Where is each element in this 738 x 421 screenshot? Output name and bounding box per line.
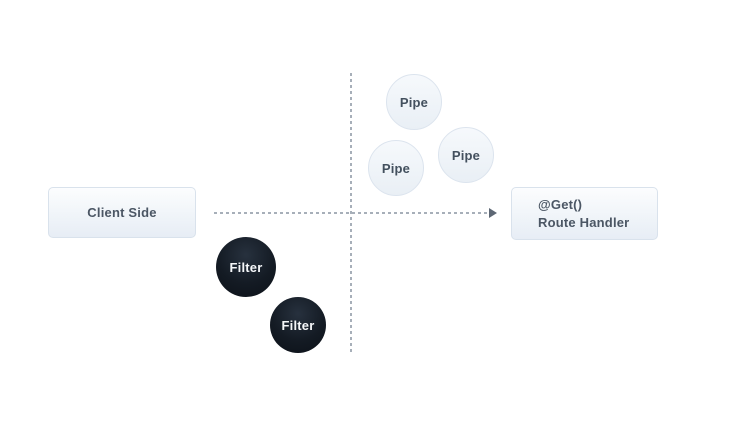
filter-label: Filter xyxy=(281,317,315,333)
filter-label: Filter xyxy=(229,259,263,275)
route-handler-decorator-label: @Get() xyxy=(538,196,583,212)
pipe-label: Pipe xyxy=(399,94,429,110)
filter-node-2: Filter xyxy=(270,297,326,353)
flow-dashed-line xyxy=(214,212,490,214)
filter-node-1: Filter xyxy=(216,237,276,297)
vertical-dashed-separator xyxy=(350,73,352,355)
route-handler-label: Route Handler xyxy=(538,214,630,230)
client-side-label: Client Side xyxy=(87,205,157,220)
route-handler-node: @Get() Route Handler xyxy=(511,187,658,240)
pipe-node-3: Pipe xyxy=(438,127,494,183)
pipe-label: Pipe xyxy=(451,147,481,163)
client-side-node: Client Side xyxy=(48,187,196,238)
pipe-node-2: Pipe xyxy=(368,140,424,196)
pipe-label: Pipe xyxy=(381,160,411,176)
pipe-node-1: Pipe xyxy=(386,74,442,130)
flow-arrowhead-icon xyxy=(489,208,497,218)
